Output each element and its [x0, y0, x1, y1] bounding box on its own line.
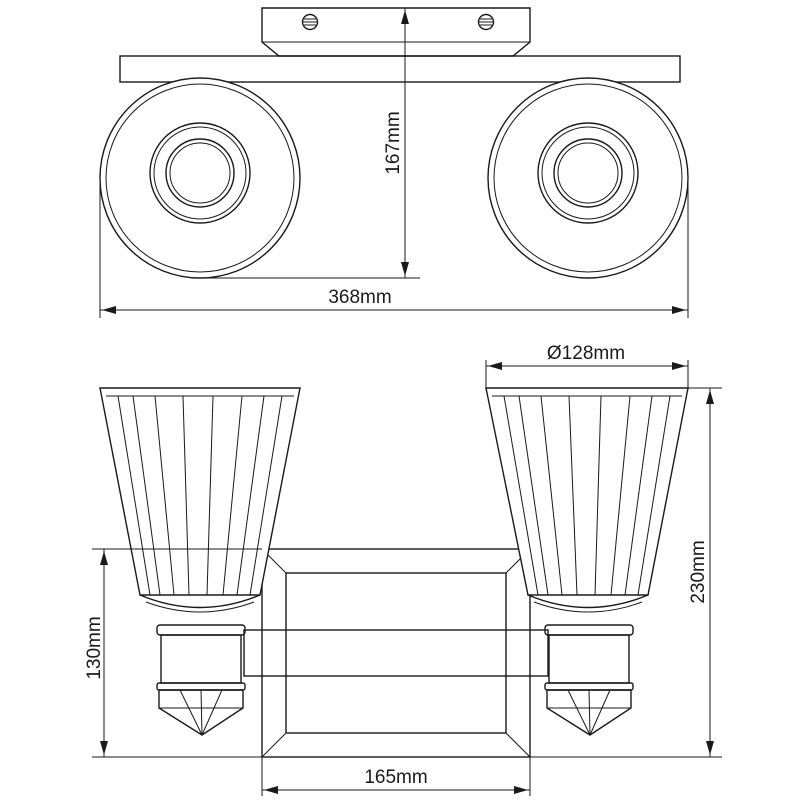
dimension-shade-diameter-label: Ø128mm: [547, 343, 625, 364]
dimension-depth: 167mm: [200, 7, 420, 279]
shade-top-right: [487, 77, 689, 279]
dimension-backplate-height: 130mm: [84, 548, 262, 758]
dimension-shade-diameter: Ø128mm: [485, 343, 689, 390]
arm-bar: [119, 55, 681, 83]
screw-icon: [301, 13, 319, 31]
dimension-width-label: 368mm: [328, 287, 391, 308]
front-view: Ø128mm 230mm 130mm 165mm: [84, 343, 722, 796]
dimension-depth-label: 167mm: [383, 111, 404, 174]
shade-top-left: [99, 77, 301, 279]
lamp-front-left: [99, 387, 301, 736]
dimension-total-height: 230mm: [530, 387, 722, 758]
top-view: 167mm 368mm: [99, 7, 689, 318]
dimension-backplate-width: 165mm: [261, 757, 531, 796]
screw-icon: [477, 13, 495, 31]
arm-front: [243, 629, 549, 677]
dimension-width: 368mm: [99, 178, 689, 318]
dimension-backplate-width-label: 165mm: [364, 767, 427, 788]
back-plate: [261, 548, 531, 758]
dimension-total-height-label: 230mm: [688, 540, 709, 603]
dimension-backplate-height-label: 130mm: [84, 616, 105, 679]
lamp-front-right: [485, 387, 689, 736]
